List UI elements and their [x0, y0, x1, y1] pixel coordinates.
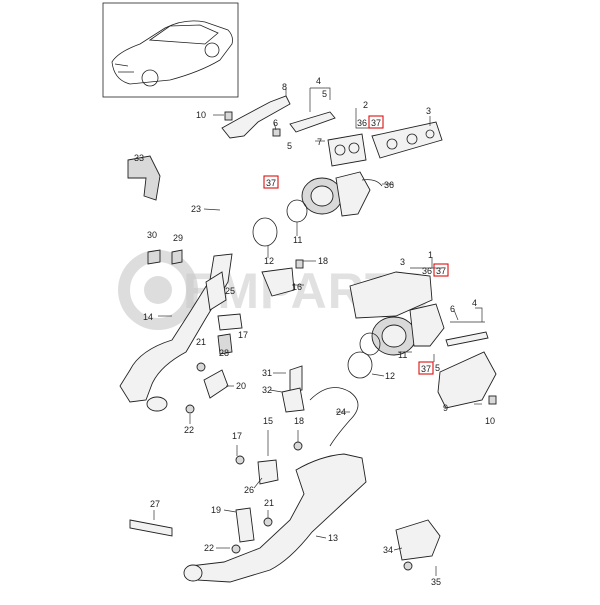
callout-7: 7 — [317, 137, 322, 147]
manifold-1 — [349, 271, 433, 319]
bracket-33 — [127, 155, 161, 201]
callout-4b: 4 — [472, 298, 477, 308]
pipe-13 — [189, 453, 367, 583]
callout-15: 15 — [263, 416, 273, 426]
bracket-25 — [217, 313, 243, 331]
callout-12b: 12 — [385, 371, 395, 381]
highlight-box-37-left — [263, 175, 279, 189]
callout-30: 30 — [147, 230, 157, 240]
callout-37: 37 — [371, 118, 381, 128]
callout-33: 33 — [134, 153, 144, 163]
callout-37d: 37 — [421, 364, 431, 374]
callout-36b: 36 — [384, 180, 394, 190]
vehicle-inset — [102, 2, 239, 98]
bracket-15 — [257, 459, 279, 485]
bracket-4-lower — [445, 331, 489, 347]
heat-shield-9 — [437, 351, 497, 409]
callout-3: 3 — [426, 106, 431, 116]
callout-28: 28 — [219, 348, 229, 358]
callout-36: 36 — [357, 118, 367, 128]
callout-22: 22 — [184, 425, 194, 435]
callout-29: 29 — [173, 233, 183, 243]
rear-pipe-group — [129, 365, 441, 583]
callout-11: 11 — [293, 235, 302, 245]
tube-27 — [129, 519, 173, 537]
callout-17b: 17 — [232, 431, 242, 441]
sensor-32 — [281, 387, 305, 413]
callout-35: 35 — [431, 577, 441, 587]
sensor-28 — [217, 333, 233, 355]
callout-23: 23 — [191, 204, 201, 214]
front-pipe-group — [119, 155, 243, 414]
clamp-29 — [171, 249, 183, 265]
sensor-19 — [235, 507, 255, 543]
callouts: 8 4 5 10 6 5 7 2 36 37 3 33 37 36 23 11 … — [134, 76, 495, 587]
callout-1: 1 — [428, 250, 433, 260]
bracket-20 — [203, 369, 229, 399]
callout-19: 19 — [211, 505, 221, 515]
callout-27: 27 — [150, 499, 160, 509]
callout-14: 14 — [143, 312, 153, 322]
lower-turbo-group — [261, 259, 497, 409]
callout-31: 31 — [262, 368, 272, 378]
callout-18b: 18 — [294, 416, 304, 426]
callout-5c: 5 — [435, 363, 440, 373]
callout-9: 9 — [443, 403, 448, 413]
callout-20: 20 — [236, 381, 246, 391]
callout-37c: 37 — [436, 266, 446, 276]
callout-5b: 5 — [287, 141, 292, 151]
callout-10b: 10 — [485, 416, 495, 426]
callout-2: 2 — [363, 100, 368, 110]
callout-37b: 37 — [266, 178, 276, 188]
callout-24: 24 — [336, 407, 346, 417]
highlight-box-37-lower — [433, 263, 449, 277]
callout-25: 25 — [225, 286, 235, 296]
clamp-30 — [147, 249, 161, 265]
callout-17: 17 — [238, 330, 248, 340]
callout-11b: 11 — [398, 350, 407, 360]
callout-13: 13 — [328, 533, 338, 543]
callout-21b: 21 — [264, 498, 274, 508]
callout-18: 18 — [318, 256, 328, 266]
callout-26: 26 — [244, 485, 254, 495]
heat-shield-8 — [221, 95, 291, 139]
callout-12: 12 — [264, 256, 274, 266]
callout-36c: 36 — [422, 266, 432, 276]
sensor-31 — [289, 365, 303, 393]
callout-22b: 22 — [204, 543, 214, 553]
callout-34: 34 — [383, 545, 393, 555]
highlight-box-37-upper — [368, 115, 384, 129]
upper-turbo-group — [221, 95, 443, 247]
callout-8: 8 — [282, 82, 287, 92]
bracket-4 — [289, 111, 336, 133]
callout-16: 16 — [292, 282, 302, 292]
callout-5: 5 — [322, 89, 327, 99]
highlight-box-37-bottom — [418, 361, 434, 375]
callout-3b: 3 — [400, 257, 405, 267]
leader-lines — [153, 87, 485, 576]
heat-shield-34 — [395, 519, 441, 561]
callout-10: 10 — [196, 110, 206, 120]
callout-4: 4 — [316, 76, 321, 86]
manifold-2 — [327, 133, 367, 167]
bracket-16 — [261, 267, 295, 297]
callout-32: 32 — [262, 385, 272, 395]
callout-6: 6 — [273, 118, 278, 128]
callout-36d: 6 — [450, 304, 455, 314]
callout-21: 21 — [196, 337, 206, 347]
